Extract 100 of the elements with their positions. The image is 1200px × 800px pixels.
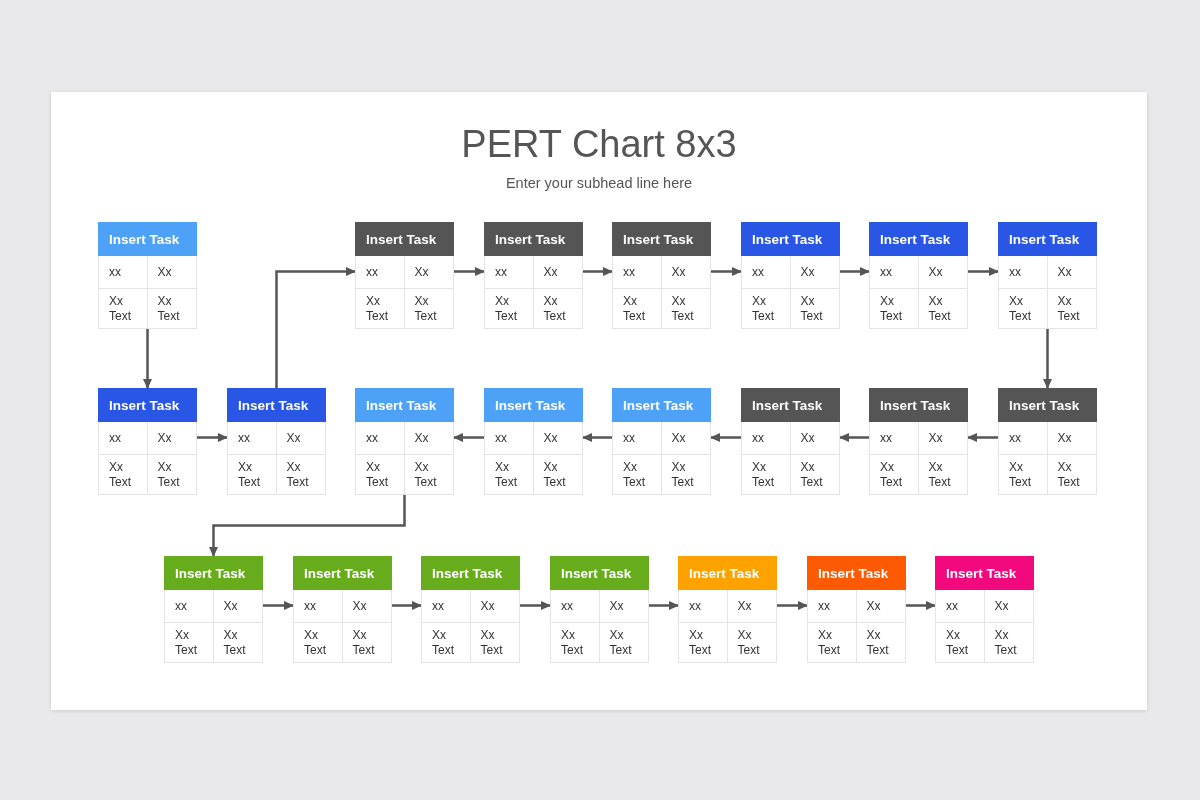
table-cell-text: Xx Text (927, 458, 952, 491)
table-cell: Xx Text (679, 623, 728, 662)
table-cell: Xx (918, 422, 967, 455)
table-cell: Xx Text (613, 455, 662, 494)
table-cell: Xx Text (99, 289, 148, 328)
table-cell: Xx Text (165, 623, 214, 662)
table-cell: xx (228, 422, 277, 455)
table-cell-text: Xx Text (670, 292, 695, 325)
task-card (612, 222, 711, 329)
task-card (98, 388, 197, 495)
table-cell: xx (99, 422, 148, 455)
task-header: Insert Task (612, 222, 711, 256)
arrow (143, 329, 152, 389)
table-cell-text: Xx Text (927, 292, 952, 325)
task-header: Insert Task (741, 222, 840, 256)
task-card (741, 222, 840, 329)
arrow (840, 267, 870, 276)
table-cell: xx (485, 256, 534, 289)
arrow (520, 601, 551, 610)
table-cell: Xx (276, 422, 325, 455)
table-cell-text: Xx Text (156, 458, 181, 491)
chart-title: PERT Chart 8x3 (461, 122, 737, 166)
arrow (711, 267, 742, 276)
task-card (98, 222, 197, 329)
table-cell: xx (99, 256, 148, 289)
table-cell: Xx Text (99, 455, 148, 494)
table-cell: Xx (533, 422, 582, 455)
subhead-text: Enter your subhead line here (505, 174, 693, 192)
task-header: Insert Task (869, 222, 968, 256)
table-cell-text: Xx Text (608, 626, 633, 659)
table-cell: xx (999, 256, 1048, 289)
task-header: Insert Task (484, 222, 583, 256)
table-cell: Xx Text (870, 455, 919, 494)
task-header: Insert Task (355, 388, 454, 422)
table-cell: Xx Text (356, 289, 405, 328)
table-cell: Xx Text (999, 289, 1048, 328)
table-cell-text: Xx Text (413, 292, 438, 325)
arrow (839, 433, 869, 442)
table-cell: Xx (1047, 422, 1096, 455)
arrow (209, 495, 406, 557)
arrow (777, 601, 808, 610)
table-cell: Xx Text (999, 455, 1048, 494)
table-cell: Xx (727, 590, 776, 623)
arrow (583, 267, 613, 276)
table-cell: Xx Text (294, 623, 343, 662)
task-card (293, 556, 392, 663)
table-cell-text: Xx Text (222, 626, 247, 659)
task-card (869, 222, 968, 329)
task-header: Insert Task (998, 222, 1097, 256)
arrow (392, 601, 422, 610)
table-cell: xx (936, 590, 985, 623)
table-cell: Xx Text (742, 455, 791, 494)
table-cell-text: Xx Text (1056, 458, 1081, 491)
task-header: Insert Task (678, 556, 777, 590)
table-cell-text: Xx Text (670, 458, 695, 491)
table-cell: Xx (661, 422, 710, 455)
table-cell: Xx Text (485, 455, 534, 494)
table-cell: xx (165, 590, 214, 623)
table-cell: Xx Text (551, 623, 600, 662)
table-cell-text: Xx Text (542, 458, 567, 491)
task-card (227, 388, 326, 495)
arrow (967, 433, 998, 442)
arrow (197, 433, 228, 442)
task-card (998, 388, 1097, 495)
table-cell: xx (808, 590, 857, 623)
table-cell: Xx (661, 256, 710, 289)
arrow (968, 267, 999, 276)
table-cell-text: Xx Text (413, 458, 438, 491)
task-header: Insert Task (998, 388, 1097, 422)
table-cell: xx (679, 590, 728, 623)
table-cell: xx (485, 422, 534, 455)
arrow (453, 433, 484, 442)
table-cell: xx (613, 422, 662, 455)
table-cell-text: Xx Text (351, 626, 376, 659)
task-header: Insert Task (98, 388, 197, 422)
table-cell: xx (870, 422, 919, 455)
table-cell: Xx (213, 590, 262, 623)
table-cell-text: Xx Text (542, 292, 567, 325)
table-cell: Xx (599, 590, 648, 623)
table-cell-text: Xx Text (865, 626, 890, 659)
table-cell: Xx (404, 256, 453, 289)
task-card (612, 388, 711, 495)
table-cell: Xx (856, 590, 905, 623)
table-cell: xx (999, 422, 1048, 455)
table-cell-text: Xx Text (479, 626, 504, 659)
table-cell: Xx (342, 590, 391, 623)
table-cell-text: Xx Text (736, 626, 761, 659)
task-header: Insert Task (484, 388, 583, 422)
table-cell-text: Xx Text (993, 626, 1018, 659)
arrow (710, 433, 741, 442)
task-header: Insert Task (869, 388, 968, 422)
table-cell-text: Xx Text (799, 458, 824, 491)
arrow (275, 267, 356, 388)
task-header: Insert Task (612, 388, 711, 422)
table-cell: xx (742, 422, 791, 455)
arrow (649, 601, 679, 610)
task-card (484, 388, 583, 495)
table-cell-text: Xx Text (799, 292, 824, 325)
table-cell: Xx (470, 590, 519, 623)
table-cell: xx (294, 590, 343, 623)
